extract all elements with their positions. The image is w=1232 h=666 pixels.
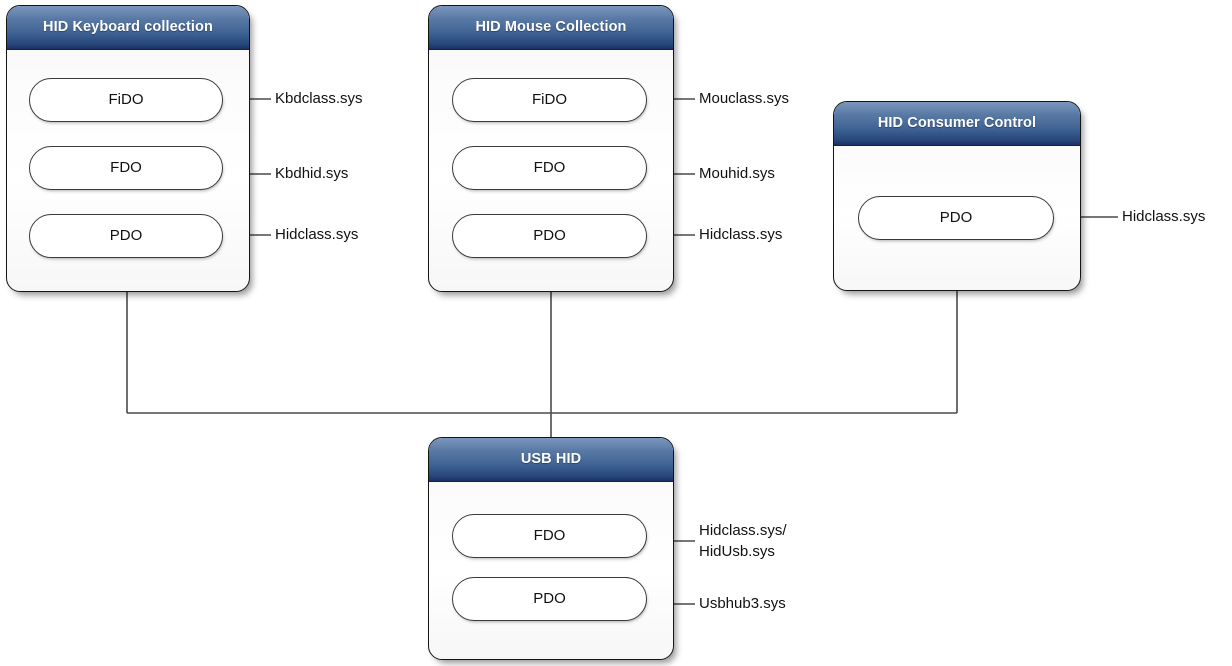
box-body-hid-consumer-control: PDO [834,146,1080,290]
node-keyboard-fdo[interactable]: FDO [29,146,223,190]
node-consumer-pdo[interactable]: PDO [858,196,1054,240]
box-body-hid-mouse-collection: FiDO FDO PDO [429,50,673,291]
box-title-usb-hid: USB HID [429,438,673,482]
box-hid-mouse-collection[interactable]: HID Mouse Collection FiDO FDO PDO [428,5,674,292]
driver-label-hidclass-consumer: Hidclass.sys [1122,208,1206,225]
box-body-hid-keyboard-collection: FiDO FDO PDO [7,50,249,291]
node-usb-fdo[interactable]: FDO [452,514,647,558]
node-usb-pdo[interactable]: PDO [452,577,647,621]
node-keyboard-fido[interactable]: FiDO [29,78,223,122]
box-hid-consumer-control[interactable]: HID Consumer Control PDO [833,101,1081,291]
node-mouse-fido[interactable]: FiDO [452,78,647,122]
node-mouse-fdo[interactable]: FDO [452,146,647,190]
driver-label-hidclass-keyboard: Hidclass.sys [275,226,359,243]
driver-label-kbdclass: Kbdclass.sys [275,90,363,107]
box-title-hid-consumer-control: HID Consumer Control [834,102,1080,146]
box-title-hid-keyboard-collection: HID Keyboard collection [7,6,249,50]
box-usb-hid[interactable]: USB HID FDO PDO [428,437,674,660]
node-keyboard-pdo[interactable]: PDO [29,214,223,258]
driver-label-hidclass-hidusb: Hidclass.sys/ HidUsb.sys [699,522,787,560]
box-hid-keyboard-collection[interactable]: HID Keyboard collection FiDO FDO PDO [6,5,250,292]
box-title-hid-mouse-collection: HID Mouse Collection [429,6,673,50]
driver-label-mouclass: Mouclass.sys [699,90,790,107]
driver-label-mouhid: Mouhid.sys [699,165,775,182]
driver-label-usbhub3: Usbhub3.sys [699,595,786,612]
node-mouse-pdo[interactable]: PDO [452,214,647,258]
driver-label-kbdhid: Kbdhid.sys [275,165,349,182]
driver-label-hidclass-mouse: Hidclass.sys [699,226,783,243]
box-body-usb-hid: FDO PDO [429,482,673,659]
